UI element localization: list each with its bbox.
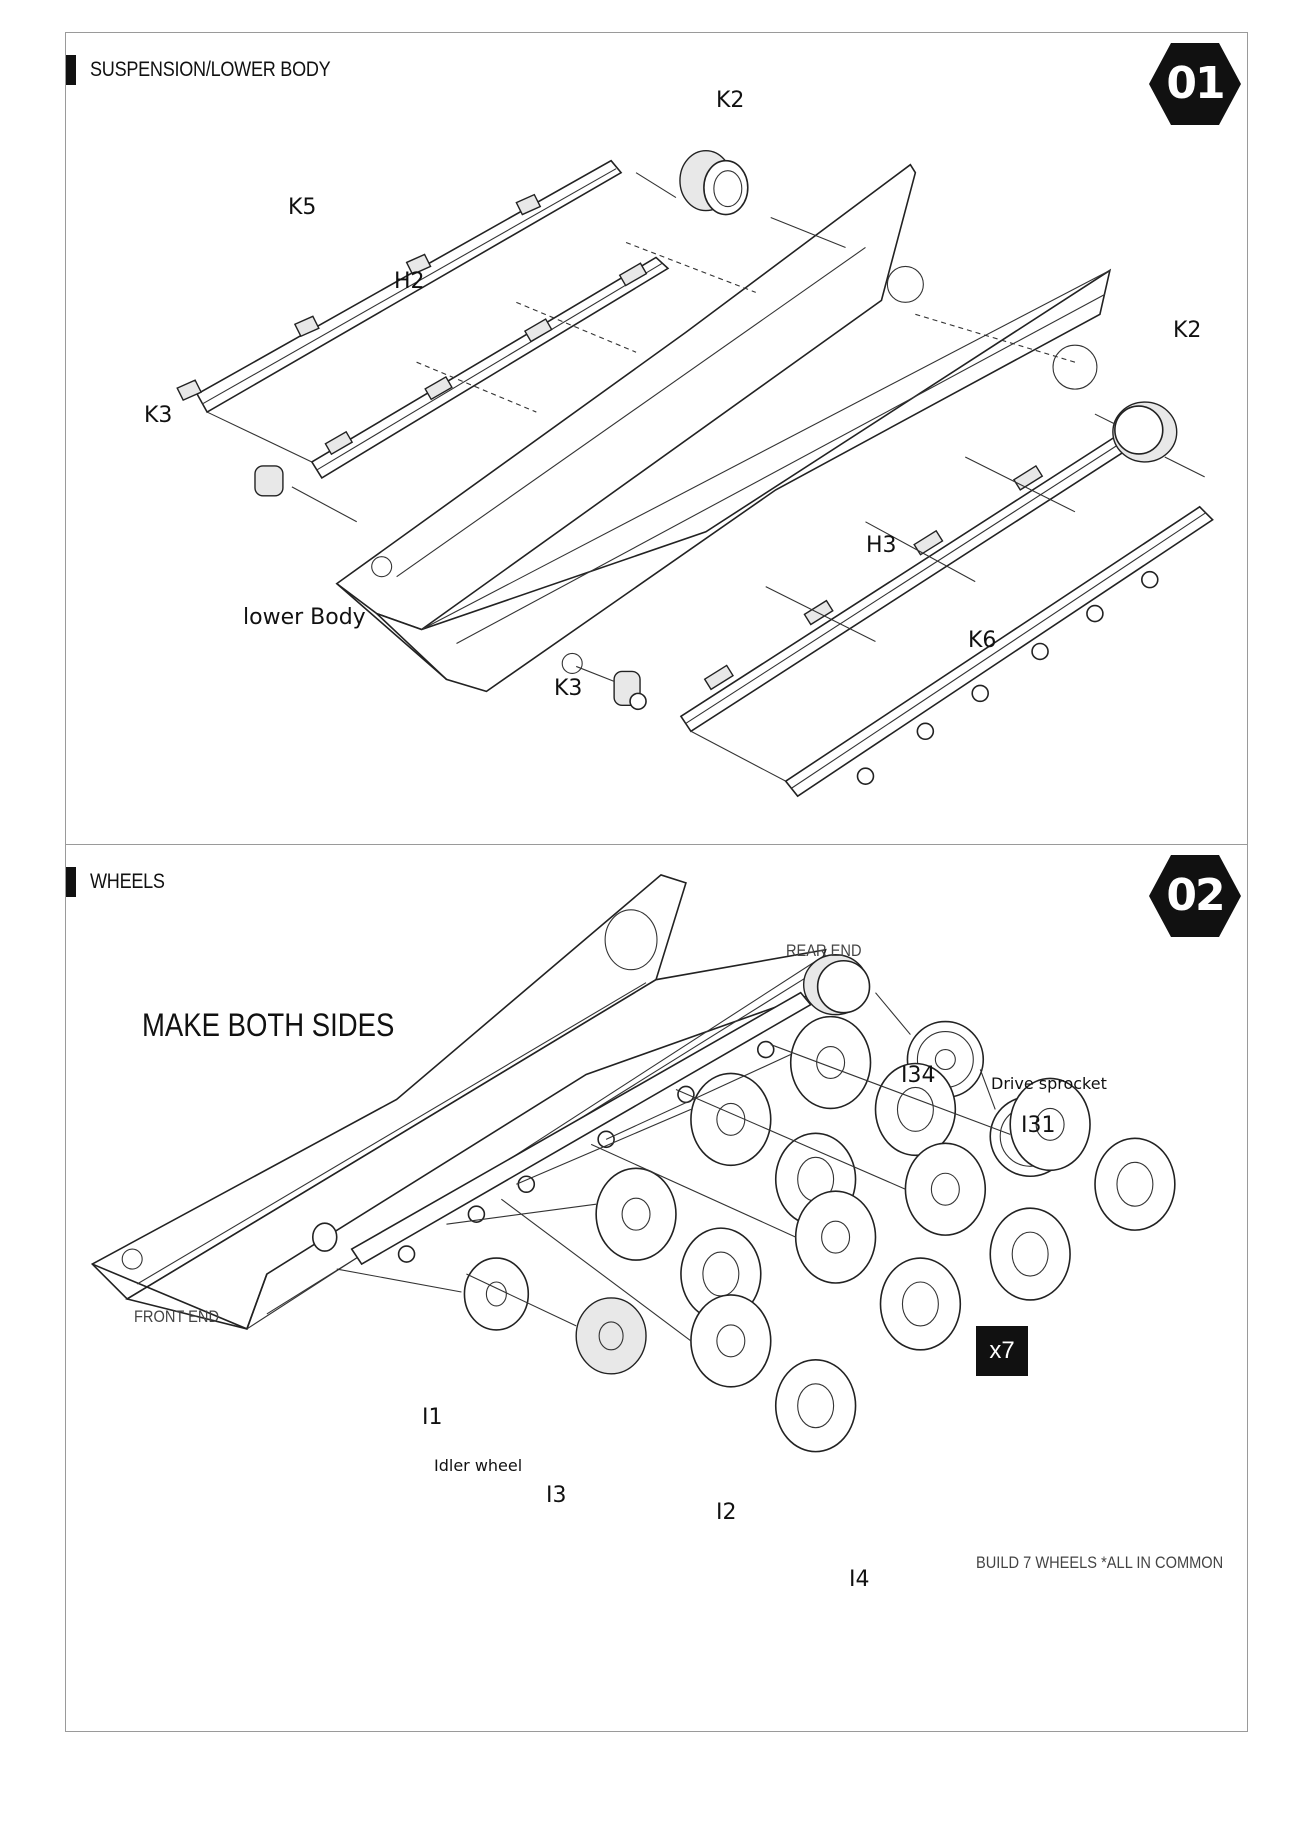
label-i4: I4 — [849, 1567, 870, 1592]
step-01-panel: SUSPENSION/LOWER BODY 01 — [65, 32, 1248, 845]
build-note: BUILD 7 WHEELS *ALL IN COMMON — [976, 1553, 1224, 1572]
k3-parts — [254, 465, 647, 711]
label-i3: I3 — [546, 1483, 567, 1508]
label-k2-top: K2 — [716, 88, 745, 113]
label-drive-sprocket: Drive sprocket — [991, 1074, 1107, 1093]
assembly-arrows — [336, 992, 1011, 1342]
h2-rail — [310, 256, 670, 479]
label-k5: K5 — [288, 195, 317, 220]
label-rear-end: REAR END — [786, 941, 862, 960]
k5-rail — [176, 159, 623, 414]
multiplier-badge: x7 — [976, 1326, 1028, 1376]
hull-assembly — [90, 874, 827, 1330]
label-front-end: FRONT END — [134, 1307, 220, 1326]
label-i34: I34 — [901, 1063, 936, 1088]
step-01-header: SUSPENSION/LOWER BODY — [66, 55, 370, 85]
step-01-badge: 01 — [1149, 43, 1241, 125]
section-marker — [66, 867, 76, 897]
k6-rail — [784, 505, 1214, 798]
wheels-diagram — [90, 874, 1176, 1453]
step-02-header: WHEELS — [66, 867, 177, 897]
suspension-diagram — [176, 150, 1214, 798]
label-h3: H3 — [866, 533, 897, 558]
road-wheels — [595, 1015, 1176, 1453]
hexagon-icon — [1149, 43, 1241, 125]
label-k6: K6 — [968, 628, 997, 653]
label-i1: I1 — [422, 1405, 443, 1430]
label-k3-bottom: K3 — [554, 676, 583, 701]
step-02-title: WHEELS — [90, 870, 165, 893]
idler-wheel-i3 — [575, 1297, 647, 1375]
hexagon-icon — [1149, 855, 1241, 937]
assembly-arrows — [206, 172, 1205, 782]
lower-body-hull — [335, 163, 1112, 693]
step-02-number: 02 — [1166, 870, 1225, 921]
label-lower-body: lower Body — [243, 605, 366, 630]
make-both-sides: MAKE BOTH SIDES — [142, 1007, 395, 1043]
step-01-number: 01 — [1166, 58, 1225, 109]
step-02-badge: 02 — [1149, 855, 1241, 937]
label-i31: I31 — [1021, 1113, 1056, 1138]
section-marker — [66, 55, 76, 85]
idler-wheel-i1 — [463, 1257, 530, 1331]
label-k3-left: K3 — [144, 403, 173, 428]
step-01-title: SUSPENSION/LOWER BODY — [90, 58, 331, 81]
label-i2: I2 — [716, 1500, 737, 1525]
k2-right-part — [1112, 401, 1178, 463]
step-02-panel: WHEELS 02 — [65, 844, 1248, 1732]
label-k2-right: K2 — [1173, 318, 1202, 343]
suspension-rail — [311, 991, 812, 1266]
final-drive-housing — [802, 954, 871, 1016]
h3-rail — [679, 435, 1129, 733]
label-h2: H2 — [394, 269, 425, 294]
label-idler-wheel: Idler wheel — [434, 1456, 523, 1475]
k2-top-part — [679, 150, 749, 216]
